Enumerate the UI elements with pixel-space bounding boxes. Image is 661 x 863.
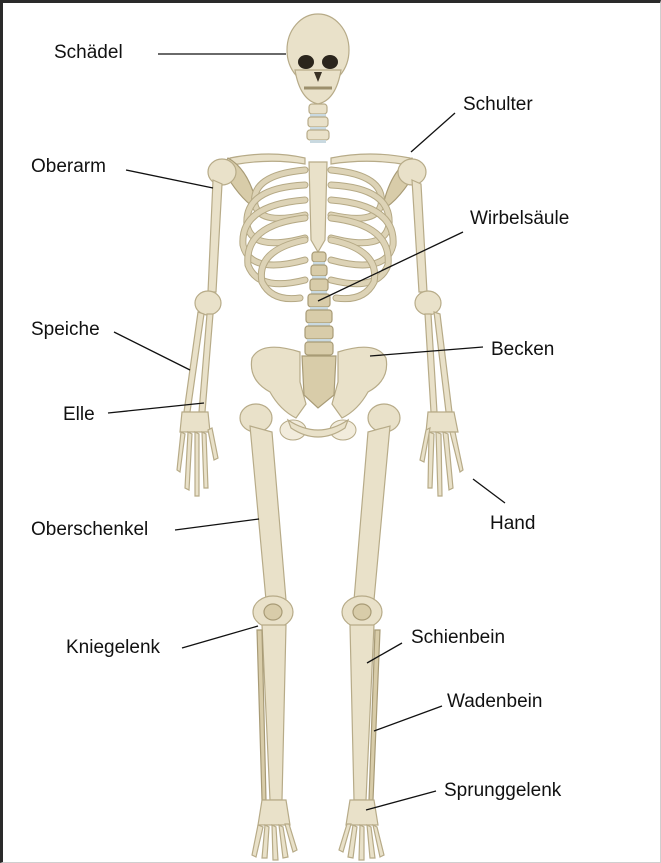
skeleton-illustration	[177, 14, 463, 860]
leader-line-knee	[182, 626, 258, 648]
leader-line-hand	[473, 479, 505, 503]
label-skull: Schädel	[54, 43, 123, 62]
leader-line-ankle	[366, 791, 436, 810]
leg-right	[339, 404, 400, 860]
label-femur: Oberschenkel	[31, 520, 148, 539]
arm-left	[177, 159, 236, 496]
label-pelvis: Becken	[491, 340, 554, 359]
pelvis	[251, 347, 386, 440]
foot-left	[252, 800, 297, 860]
leader-line-radius	[114, 332, 190, 370]
foot-right	[339, 800, 384, 860]
label-fibula: Wadenbein	[447, 692, 542, 711]
label-tibia: Schienbein	[411, 628, 505, 647]
leader-line-upper-arm	[126, 170, 213, 188]
leader-line-femur	[175, 519, 259, 530]
hand-right	[420, 412, 463, 496]
leg-left	[240, 404, 297, 860]
label-ankle: Sprunggelenk	[444, 781, 561, 800]
hand-left	[177, 412, 218, 496]
skull	[287, 14, 349, 104]
label-spine: Wirbelsäule	[470, 209, 569, 228]
label-hand: Hand	[490, 514, 535, 533]
leader-line-shoulder	[411, 113, 455, 152]
label-shoulder: Schulter	[463, 95, 533, 114]
label-ulna: Elle	[63, 405, 95, 424]
arm-right	[398, 159, 463, 496]
label-radius: Speiche	[31, 320, 100, 339]
leader-line-fibula	[374, 706, 442, 731]
leader-line-pelvis	[370, 347, 483, 356]
spine	[305, 252, 333, 355]
cervical-spine	[307, 104, 329, 143]
label-upper-arm: Oberarm	[31, 157, 106, 176]
label-knee: Kniegelenk	[66, 638, 160, 657]
